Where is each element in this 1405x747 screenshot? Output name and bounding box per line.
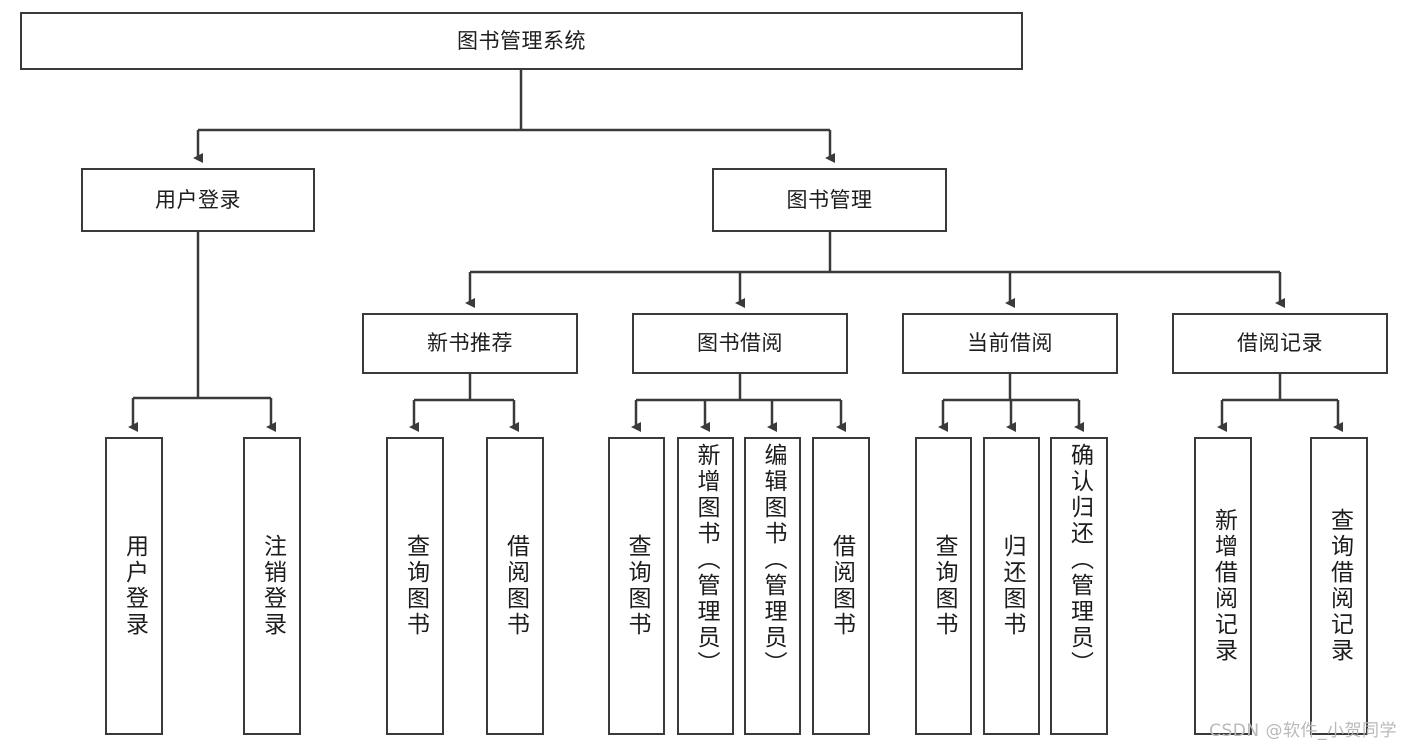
node-label: 借阅记录 [1237, 331, 1323, 356]
node-label: 查询图书 [624, 534, 650, 638]
node-user-login[interactable]: 用户登录 [81, 168, 315, 232]
node-label: 当前借阅 [967, 331, 1053, 356]
node-book-borrow[interactable]: 图书借阅 [632, 313, 848, 374]
node-label: 图书管理系统 [457, 28, 586, 53]
node-label: 编辑图书（管理员） [760, 443, 786, 677]
node-label: 借阅图书 [502, 534, 529, 638]
node-leaf-edit-book[interactable]: 编辑图书（管理员） [744, 437, 801, 735]
node-label: 用户登录 [155, 187, 241, 212]
node-leaf-query-book-borrow[interactable]: 查询图书 [608, 437, 665, 735]
node-label: 借阅图书 [828, 534, 855, 638]
node-current-borrow[interactable]: 当前借阅 [902, 313, 1118, 374]
node-label: 新增图书（管理员） [693, 443, 719, 677]
node-label: 查询图书 [931, 534, 957, 638]
node-book-management[interactable]: 图书管理 [712, 168, 947, 232]
node-leaf-logout[interactable]: 注销登录 [243, 437, 301, 735]
watermark: CSDN @软件_小贺同学 [1209, 721, 1397, 741]
node-label: 图书借阅 [697, 331, 783, 356]
node-label: 查询借阅记录 [1326, 508, 1353, 664]
node-leaf-return-book[interactable]: 归还图书 [983, 437, 1040, 735]
node-borrow-record[interactable]: 借阅记录 [1172, 313, 1388, 374]
node-leaf-borrow-book-recommend[interactable]: 借阅图书 [486, 437, 544, 735]
node-leaf-query-borrow-record[interactable]: 查询借阅记录 [1310, 437, 1368, 735]
node-root-book-management-system[interactable]: 图书管理系统 [20, 12, 1023, 70]
node-leaf-query-book-recommend[interactable]: 查询图书 [386, 437, 444, 735]
node-label: 确认归还（管理员） [1066, 443, 1093, 677]
node-leaf-query-book-current[interactable]: 查询图书 [915, 437, 972, 735]
node-leaf-add-book[interactable]: 新增图书（管理员） [677, 437, 734, 735]
node-label: 新增借阅记录 [1210, 508, 1237, 664]
node-label: 新书推荐 [427, 331, 513, 356]
node-leaf-confirm-return[interactable]: 确认归还（管理员） [1050, 437, 1108, 735]
node-label: 归还图书 [999, 534, 1025, 638]
node-leaf-add-borrow-record[interactable]: 新增借阅记录 [1194, 437, 1252, 735]
node-new-book-recommend[interactable]: 新书推荐 [362, 313, 578, 374]
node-label: 图书管理 [786, 187, 873, 212]
node-label: 用户登录 [121, 534, 148, 638]
node-leaf-borrow-book[interactable]: 借阅图书 [812, 437, 870, 735]
node-leaf-user-login[interactable]: 用户登录 [105, 437, 163, 735]
node-label: 查询图书 [402, 534, 429, 638]
node-label: 注销登录 [259, 534, 286, 638]
